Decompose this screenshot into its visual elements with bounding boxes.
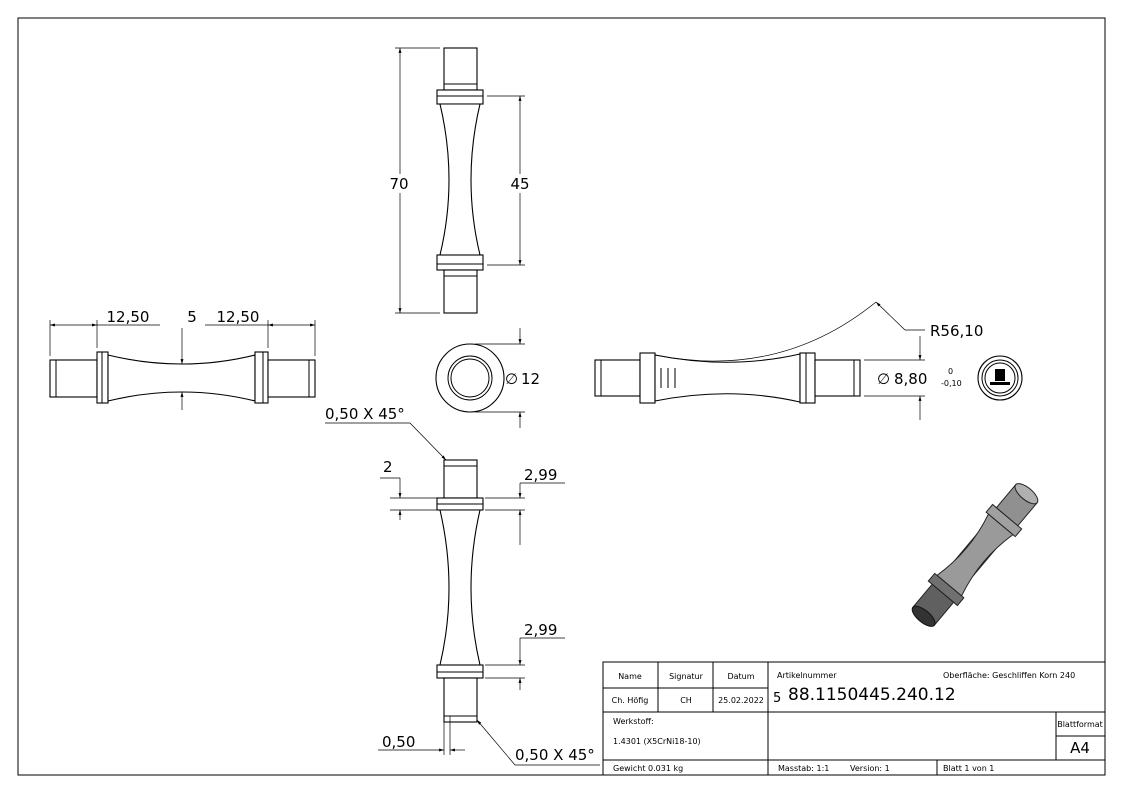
dim-chamfer-width: 0,50 [382, 733, 415, 751]
end-view-circle: ∅ 12 [435, 328, 540, 428]
label-blattformat: Blattformat [1057, 720, 1103, 729]
dim-groove: 2 [383, 458, 393, 476]
artikelnummer-prefix: 5 [773, 691, 781, 706]
side-view-right: R56,10 ∅ 8,80 0 -0,10 [594, 301, 1023, 420]
gewicht: Gewicht 0.031 kg [613, 764, 683, 773]
dim-end-diameter: 8,80 [894, 370, 927, 388]
version: Version: 1 [850, 764, 890, 773]
blattformat: A4 [1070, 739, 1090, 757]
label-artikelnummer: Artikelnummer [777, 671, 837, 680]
side-view-horizontal: 12,50 5 12,50 [49, 308, 316, 410]
werkstoff: 1.4301 (X5CrNi18-10) [613, 737, 701, 746]
label-werkstoff: Werkstoff: [613, 717, 654, 726]
dim-body-length: 45 [510, 175, 529, 193]
label-signatur: Signatur [669, 672, 704, 681]
dim-left-stub: 12,50 [107, 308, 150, 326]
isometric-view [911, 483, 1039, 627]
title-block: Name Signatur Datum Ch. Höfig CH 25.02.2… [602, 661, 1106, 776]
value-name: Ch. Höfig [612, 696, 649, 705]
dim-center: 5 [187, 308, 197, 326]
value-signatur: CH [680, 696, 692, 705]
front-view-lower: 0,50 X 45° 2 2,99 2,99 0,50 0,50 X 45° [325, 405, 600, 766]
label-datum: Datum [727, 672, 754, 681]
drawing-border [17, 17, 1106, 776]
dim-tol-lower: -0,10 [941, 379, 962, 388]
dim-collar-bottom: 2,99 [524, 621, 557, 639]
artikelnummer: 88.1150445.240.12 [788, 685, 956, 705]
dim-diameter: 12 [521, 370, 540, 388]
dim-right-stub: 12,50 [217, 308, 260, 326]
value-datum: 25.02.2022 [718, 696, 764, 705]
front-view-vertical: 70 45 [388, 47, 532, 314]
label-name: Name [618, 672, 642, 681]
massstab: Masstab: 1:1 [778, 764, 829, 773]
dim-radius: R56,10 [930, 322, 983, 340]
dim-tol-upper: 0 [948, 367, 953, 376]
oberflaeche: Oberfläche: Geschliffen Korn 240 [943, 671, 1075, 680]
dim-end-diameter-symbol: ∅ [877, 370, 890, 388]
dim-chamfer-top: 0,50 X 45° [325, 405, 405, 423]
dim-chamfer-bottom: 0,50 X 45° [515, 746, 595, 764]
blatt: Blatt 1 von 1 [943, 764, 994, 773]
dim-overall-length: 70 [389, 175, 408, 193]
dim-diameter-symbol: ∅ [505, 370, 518, 388]
dim-collar-top: 2,99 [524, 466, 557, 484]
